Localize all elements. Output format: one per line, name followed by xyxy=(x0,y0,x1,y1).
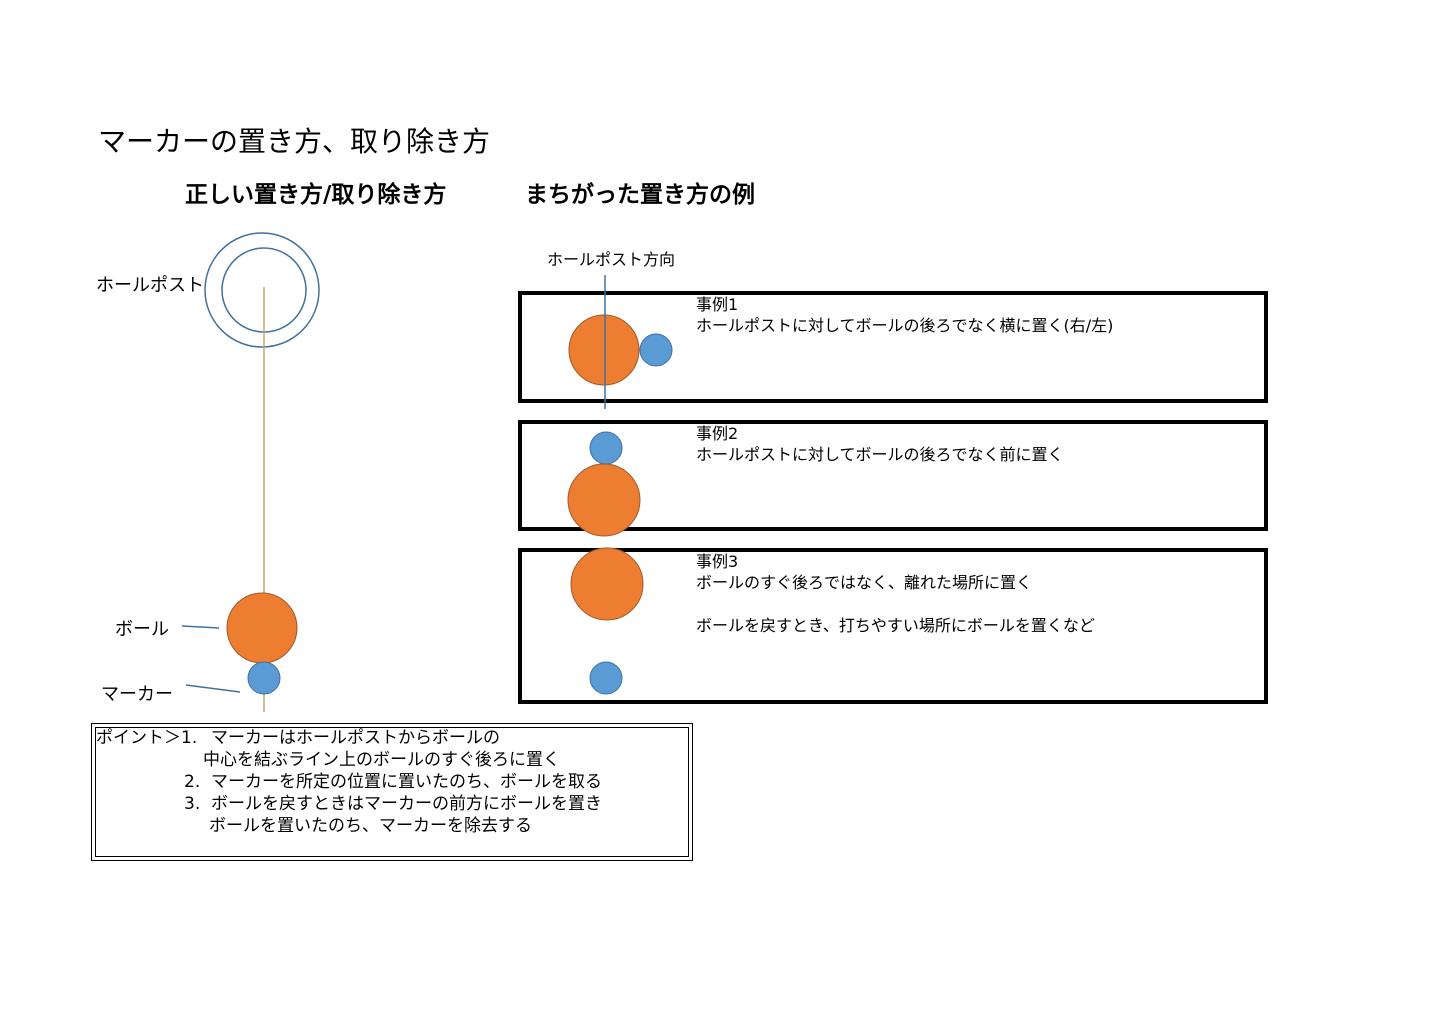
ball-case-2 xyxy=(567,463,641,537)
case-1-text: 事例1 ホールポストに対してボールの後ろでなく横に置く(右/左) xyxy=(696,294,1113,336)
marker-case-2 xyxy=(589,431,623,465)
holepost-label: ホールポスト xyxy=(96,275,204,296)
marker-correct xyxy=(247,661,281,695)
case-3-box xyxy=(518,548,1268,704)
point-3-line-2: ボールを置いたのち、マーカーを除去する xyxy=(209,816,532,836)
point-1-line-2: 中心を結ぶライン上のボールのすぐ後ろに置く xyxy=(203,750,560,770)
ball-case-3 xyxy=(570,547,644,621)
correct-heading: 正しい置き方/取り除き方 xyxy=(185,182,447,208)
point-1-line-1: マーカーはホールポストからボールの xyxy=(211,728,500,748)
case-3-title: 事例3 xyxy=(696,552,739,571)
case-3-desc-1: ボールのすぐ後ろではなく、離れた場所に置く xyxy=(696,573,1033,592)
case-2-desc: ホールポストに対してボールの後ろでなく前に置く xyxy=(696,445,1064,464)
ball-label: ボール xyxy=(115,619,169,640)
case-2-text: 事例2 ホールポストに対してボールの後ろでなく前に置く xyxy=(696,423,1064,465)
case-1-title: 事例1 xyxy=(696,295,739,314)
ball-case-1 xyxy=(568,314,640,386)
point-2-text: マーカーを所定の位置に置いたのち、ボールを取る xyxy=(211,772,602,792)
points-box: ポイント＞1. マーカーはホールポストからボールの 中心を結ぶライン上のボールの… xyxy=(91,723,693,861)
marker-leader-line xyxy=(185,684,241,693)
marker-case-3 xyxy=(589,661,623,695)
points-lead: ポイント＞1. xyxy=(96,728,198,748)
case-2-title: 事例2 xyxy=(696,424,739,443)
case-3-text: 事例3 ボールのすぐ後ろではなく、離れた場所に置く ボールを戻すとき、打ちやすい… xyxy=(696,551,1095,636)
ball-leader-line xyxy=(181,625,220,629)
marker-label: マーカー xyxy=(101,684,173,705)
ball-correct xyxy=(226,592,298,664)
holepost-direction-label: ホールポスト方向 xyxy=(547,250,676,269)
case-1-box xyxy=(518,291,1268,403)
point-2-number: 2. xyxy=(184,772,201,792)
point-3-number: 3. xyxy=(184,794,201,814)
case-3-desc-2: ボールを戻すとき、打ちやすい場所にボールを置くなど xyxy=(696,616,1095,635)
marker-case-1 xyxy=(639,333,673,367)
holepost-outer-ring xyxy=(204,232,320,348)
point-3-line-1: ボールを戻すときはマーカーの前方にボールを置き xyxy=(211,794,602,814)
case-1-desc: ホールポストに対してボールの後ろでなく横に置く(右/左) xyxy=(696,316,1114,335)
wrong-heading: まちがった置き方の例 xyxy=(525,182,755,208)
case-2-box xyxy=(518,420,1268,531)
page-title: マーカーの置き方、取り除き方 xyxy=(98,125,491,158)
